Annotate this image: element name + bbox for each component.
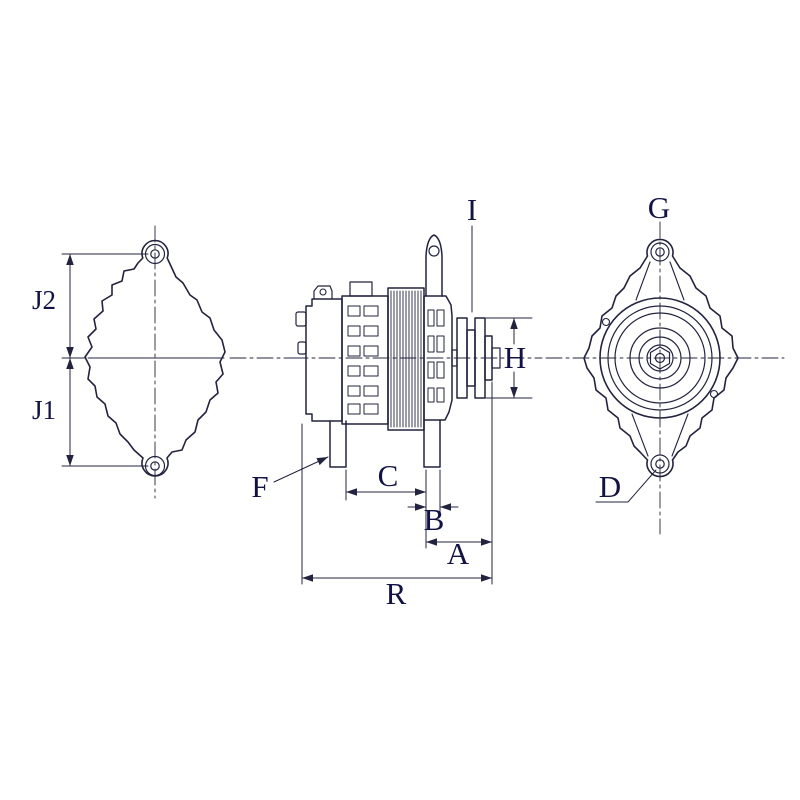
dim-label-j1: J1	[32, 395, 56, 425]
dimension-lines	[61, 253, 657, 585]
dim-label-c: C	[378, 458, 399, 493]
front-view-drawing	[545, 221, 785, 535]
left-view-drawing	[84, 225, 297, 499]
dim-label-d: D	[599, 469, 621, 504]
dim-label-r: R	[386, 576, 407, 611]
dim-label-g: G	[648, 190, 670, 225]
dim-label-b: B	[424, 502, 445, 537]
dim-label-f: F	[251, 469, 268, 504]
dim-label-h: H	[504, 340, 526, 375]
dim-label-i: I	[467, 192, 477, 227]
dim-label-j2: J2	[32, 285, 56, 315]
dim-label-a: A	[447, 536, 470, 571]
side-view-drawing	[291, 225, 543, 468]
